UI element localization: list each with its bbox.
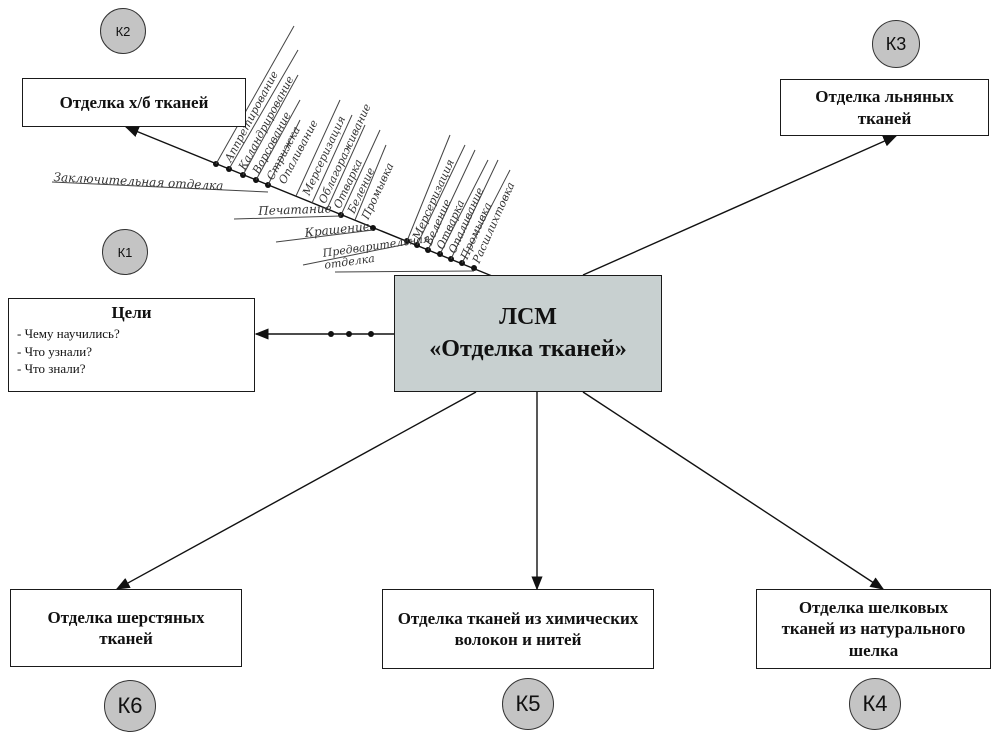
badge-k3: К3 bbox=[872, 20, 920, 68]
arrow-to-silk bbox=[582, 391, 885, 590]
cotton-box: Отделка х/б тканей bbox=[22, 78, 246, 127]
center-subtitle: «Отделка тканей» bbox=[429, 335, 627, 362]
center-title: ЛСМ bbox=[499, 304, 557, 331]
arrow-to-cotton bbox=[124, 126, 493, 277]
chemical-label: Отделка тканей из химических волокон и н… bbox=[397, 608, 639, 649]
arrow-to-linen bbox=[582, 135, 898, 276]
handwritten-strokes bbox=[51, 25, 511, 273]
linen-label: Отделка льняных тканей bbox=[815, 87, 954, 128]
chemical-box: Отделка тканей из химических волокон и н… bbox=[382, 589, 654, 669]
silk-box: Отделка шелковых тканей из натурального … bbox=[756, 589, 991, 669]
badge-k1: К1 bbox=[102, 229, 148, 275]
badge-k2: К2 bbox=[100, 8, 146, 54]
center-box: ЛСМ «Отделка тканей» bbox=[394, 275, 662, 392]
goals-item: - Что знали? bbox=[17, 361, 86, 377]
badge-k6: К6 bbox=[104, 680, 156, 732]
goals-title: Цели bbox=[111, 303, 152, 322]
hand-label-printing: Печатание bbox=[258, 201, 332, 218]
cotton-label: Отделка х/б тканей bbox=[59, 92, 209, 112]
goals-box: Цели - Чему научились? - Что узнали? - Ч… bbox=[8, 298, 255, 392]
goals-dots bbox=[328, 331, 374, 337]
linen-box: Отделка льняных тканей bbox=[780, 79, 989, 136]
badge-k4: К4 bbox=[849, 678, 901, 730]
silk-label: Отделка шелковых тканей из натурального … bbox=[781, 598, 966, 660]
goals-item: - Чему научились? bbox=[17, 326, 120, 341]
wool-label: Отделка шерстяных тканей bbox=[47, 607, 205, 648]
wool-box: Отделка шерстяных тканей bbox=[10, 589, 242, 667]
badge-k5: К5 bbox=[502, 678, 554, 730]
arrow-to-wool bbox=[115, 391, 477, 590]
goals-item: - Что узнали? bbox=[17, 343, 92, 359]
